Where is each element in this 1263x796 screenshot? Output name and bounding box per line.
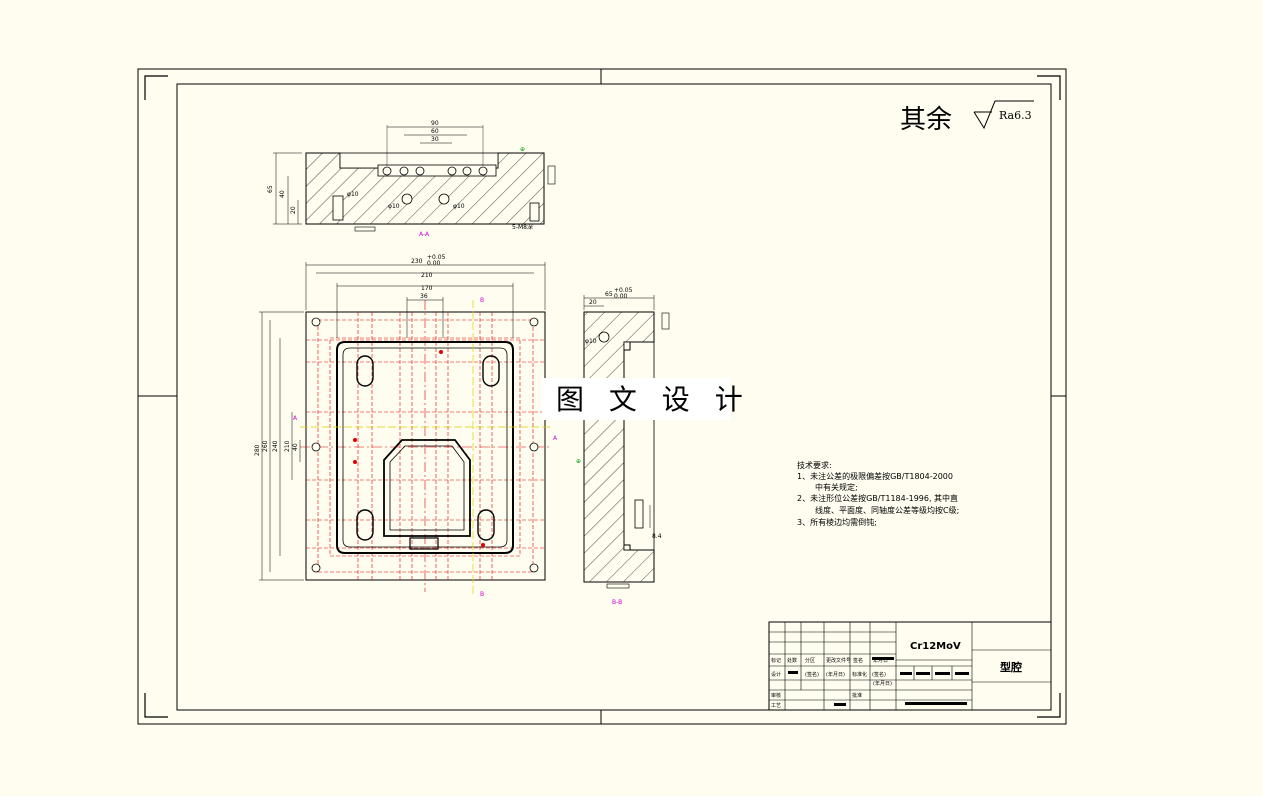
dim-w36: 36 — [420, 293, 428, 300]
notes-line-1: 1、未注公差的极限偏差按GB/T1804-2000 — [797, 471, 953, 481]
section-label-bb: B-B — [612, 599, 622, 606]
notes-title: 技术要求: — [797, 460, 832, 470]
watermark: 图 文 设 计 — [542, 378, 751, 420]
title-block: 标记 处数 分区 更改文件号 签名 年月日 设计 (签名) (年月日) 标准化 … — [768, 621, 1052, 711]
tb-approve: 批准 — [852, 692, 862, 699]
notes-line-3: 2、未注形位公差按GB/T1184-1996, 其中直 — [797, 493, 958, 503]
roughness-value: Ra6.3 — [999, 109, 1032, 122]
section-mark-b-bottom: B — [480, 591, 484, 598]
notes-line-5: 3、所有棱边均需倒钝; — [797, 517, 877, 527]
tb-header-sign: 签名 — [853, 657, 863, 664]
dim-h65: 65 — [267, 185, 274, 193]
sheet-frame — [137, 68, 1067, 725]
dim-w65-tol-up: +0.05 — [614, 287, 633, 294]
tb-design-sign: (签名) — [805, 671, 819, 678]
tb-design-date: (年月日) — [826, 671, 845, 678]
section-view-b-b: 65 +0.05 0.00 20 φ10 8.4 B-B ⊕ — [576, 287, 670, 606]
tb-process: 工艺 — [771, 703, 781, 709]
roughness-prefix: 其余 — [900, 105, 952, 135]
dim-phi10: φ10 — [585, 338, 597, 345]
tb-header-count: 处数 — [787, 657, 797, 664]
roughness-note: 其余 Ra6.3 — [900, 100, 1034, 135]
dim-phi10-c: φ10 — [453, 203, 465, 210]
dim-h40: 40 — [279, 190, 286, 198]
tb-standard: 标准化 — [852, 671, 867, 678]
dim-h260: 260 — [262, 440, 269, 452]
section-mark-green: ⊕ — [520, 146, 525, 153]
material-label: Cr12MoV — [910, 641, 961, 652]
section-label-aa: A-A — [419, 231, 430, 238]
dim-h280: 280 — [254, 444, 261, 456]
technical-notes: 技术要求: 1、未注公差的极限偏差按GB/T1804-2000 中有关规定; 2… — [797, 460, 959, 527]
dim-w210: 210 — [421, 272, 433, 279]
dim-d84: 8.4 — [652, 533, 662, 540]
section-mark-a-left: A — [293, 415, 298, 422]
tb-header-date: 年月日 — [873, 657, 888, 664]
section-mark-a-right: A — [553, 435, 558, 442]
tb-header-mark: 标记 — [771, 657, 781, 664]
plan-view: B B A A 230 +0.05 0.00 210 170 36 280 — [254, 254, 558, 598]
dim-d60: 60 — [431, 128, 439, 135]
watermark-text: 图 文 设 计 — [556, 383, 751, 416]
section-view-a-a: 65 40 20 90 60 30 φ10 φ10 φ10 5-M8深 A-A … — [267, 120, 556, 238]
tb-review: 审核 — [771, 692, 781, 699]
notes-line-4: 线度、平面度、同轴度公差等级均按C级; — [815, 505, 959, 515]
dim-h20: 20 — [290, 206, 297, 214]
dim-side-note: 5-M8深 — [512, 223, 533, 231]
part-name-label: 型腔 — [1000, 660, 1022, 674]
tb-standard-sign: (签名) — [872, 671, 886, 678]
dim-w20: 20 — [589, 299, 597, 306]
dim-d90: 90 — [431, 120, 439, 127]
dim-w65-tol-lo: 0.00 — [614, 293, 628, 300]
roughness-check-icon — [973, 100, 1034, 130]
tb-header-zone: 分区 — [805, 657, 815, 664]
dim-w230-tol-up: +0.05 — [427, 254, 446, 261]
dim-w65: 65 — [605, 291, 613, 298]
dim-h40: 40 — [292, 443, 299, 451]
section-mark-b-top: B — [480, 297, 484, 304]
dim-w230-tol-lo: 0.00 — [427, 260, 441, 267]
dim-h240: 240 — [272, 440, 279, 452]
dim-d30: 30 — [431, 136, 439, 143]
tb-header-change: 更改文件号 — [826, 657, 851, 664]
section-mark-green-b: ⊕ — [576, 458, 581, 465]
dim-h210: 210 — [284, 440, 291, 452]
notes-line-2: 中有关规定; — [815, 482, 858, 492]
dim-w170: 170 — [421, 285, 433, 292]
tb-design: 设计 — [771, 671, 781, 678]
dim-w230: 230 — [411, 258, 423, 265]
dim-phi10-b: φ10 — [388, 203, 400, 210]
tb-standard-date: (年月日) — [873, 680, 892, 687]
dim-phi10-a: φ10 — [347, 191, 359, 198]
